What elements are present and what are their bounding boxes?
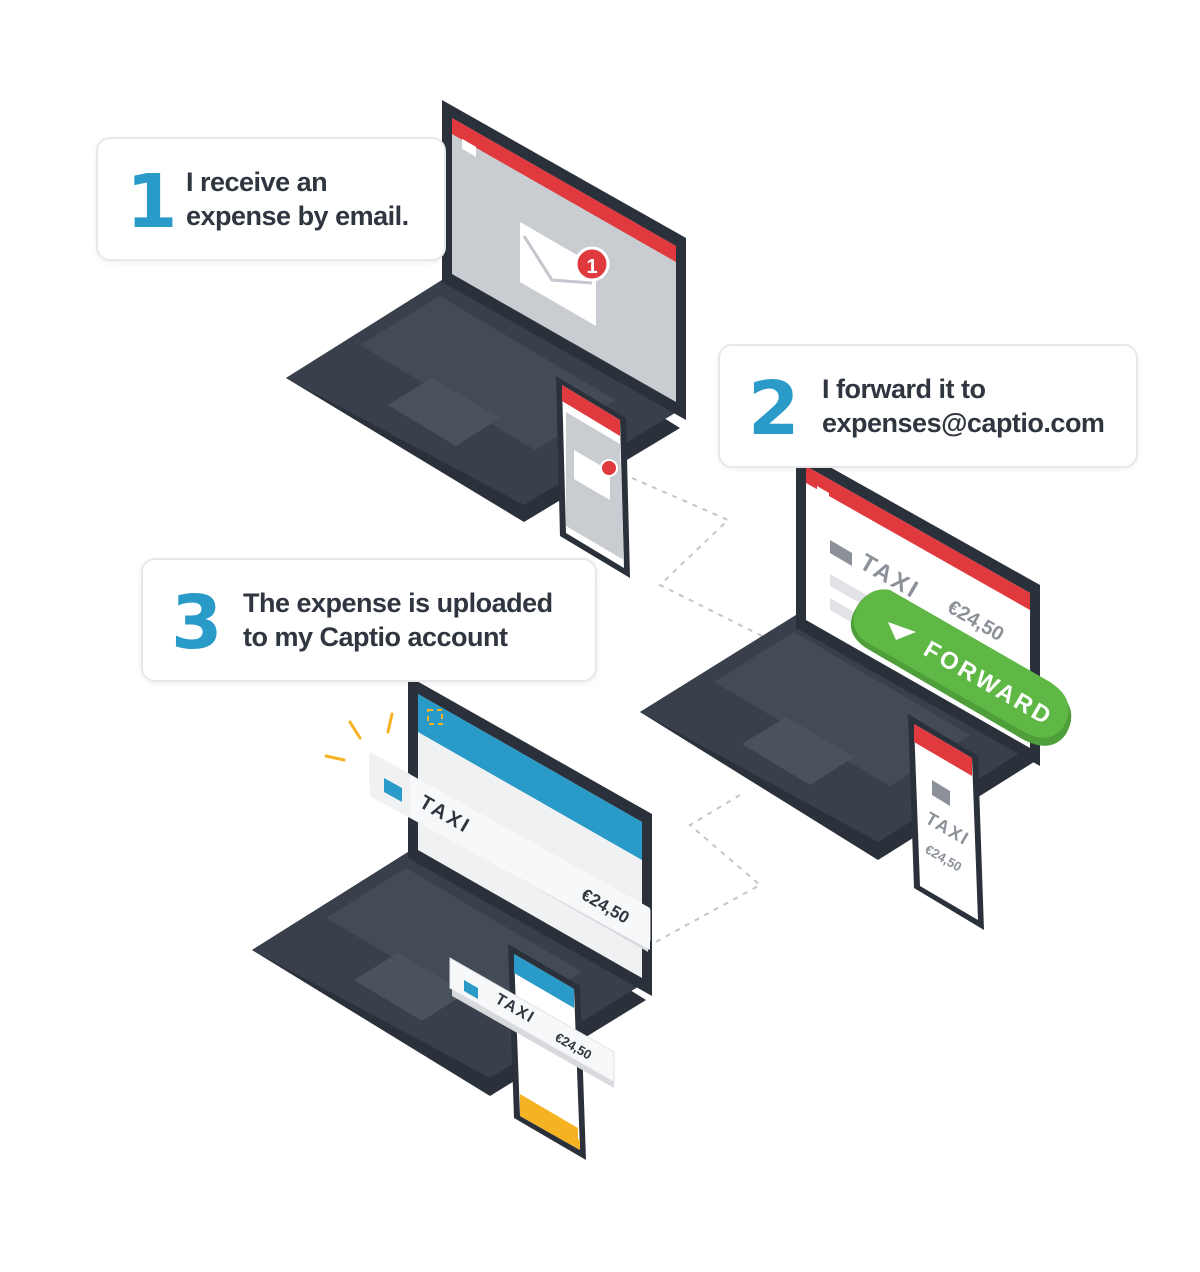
envelope-icon [817,486,829,501]
connector-lines [631,477,771,946]
send-icon [888,622,916,640]
step-2-text: I forward it to expenses@captio.com [822,372,1105,440]
phone-1 [556,376,630,578]
taxi-icon [830,540,852,566]
step-3-text: The expense is uploaded to my Captio acc… [243,586,553,654]
step-3-number: 3 [171,580,223,666]
step-2-line-1: I forward it to [822,374,986,404]
step-2-callout: 2 I forward it to expenses@captio.com [718,344,1138,468]
step-2-number: 2 [748,366,800,452]
scan-frame-icon [427,709,443,725]
phone-2: TAXI €24,50 [908,714,984,930]
step-2-line-2: expenses@captio.com [822,408,1105,438]
step-3-callout: 3 The expense is uploaded to my Captio a… [141,558,597,682]
keyboard [360,296,615,450]
envelope-icon [574,450,618,500]
expense-card-large: TAXI €24,50 [369,752,651,952]
envelope-icon: 1 [520,222,610,326]
step-3-line-2: to my Captio account [243,622,508,652]
taxi-icon [932,780,950,806]
step-1-number: 1 [126,159,178,245]
taxi-icon [384,778,402,802]
notification-count: 1 [586,256,597,278]
step-1-line-2: expense by email. [186,201,409,231]
step-1-callout: 1 I receive an expense by email. [96,137,446,261]
sparkle-lines [324,712,394,762]
phone-3 [508,944,586,1160]
step-1-text: I receive an expense by email. [186,165,409,233]
taxi-icon [464,980,478,999]
step-3-line-1: The expense is uploaded [243,588,553,618]
envelope-icon [462,138,476,157]
step-1-line-1: I receive an [186,167,328,197]
